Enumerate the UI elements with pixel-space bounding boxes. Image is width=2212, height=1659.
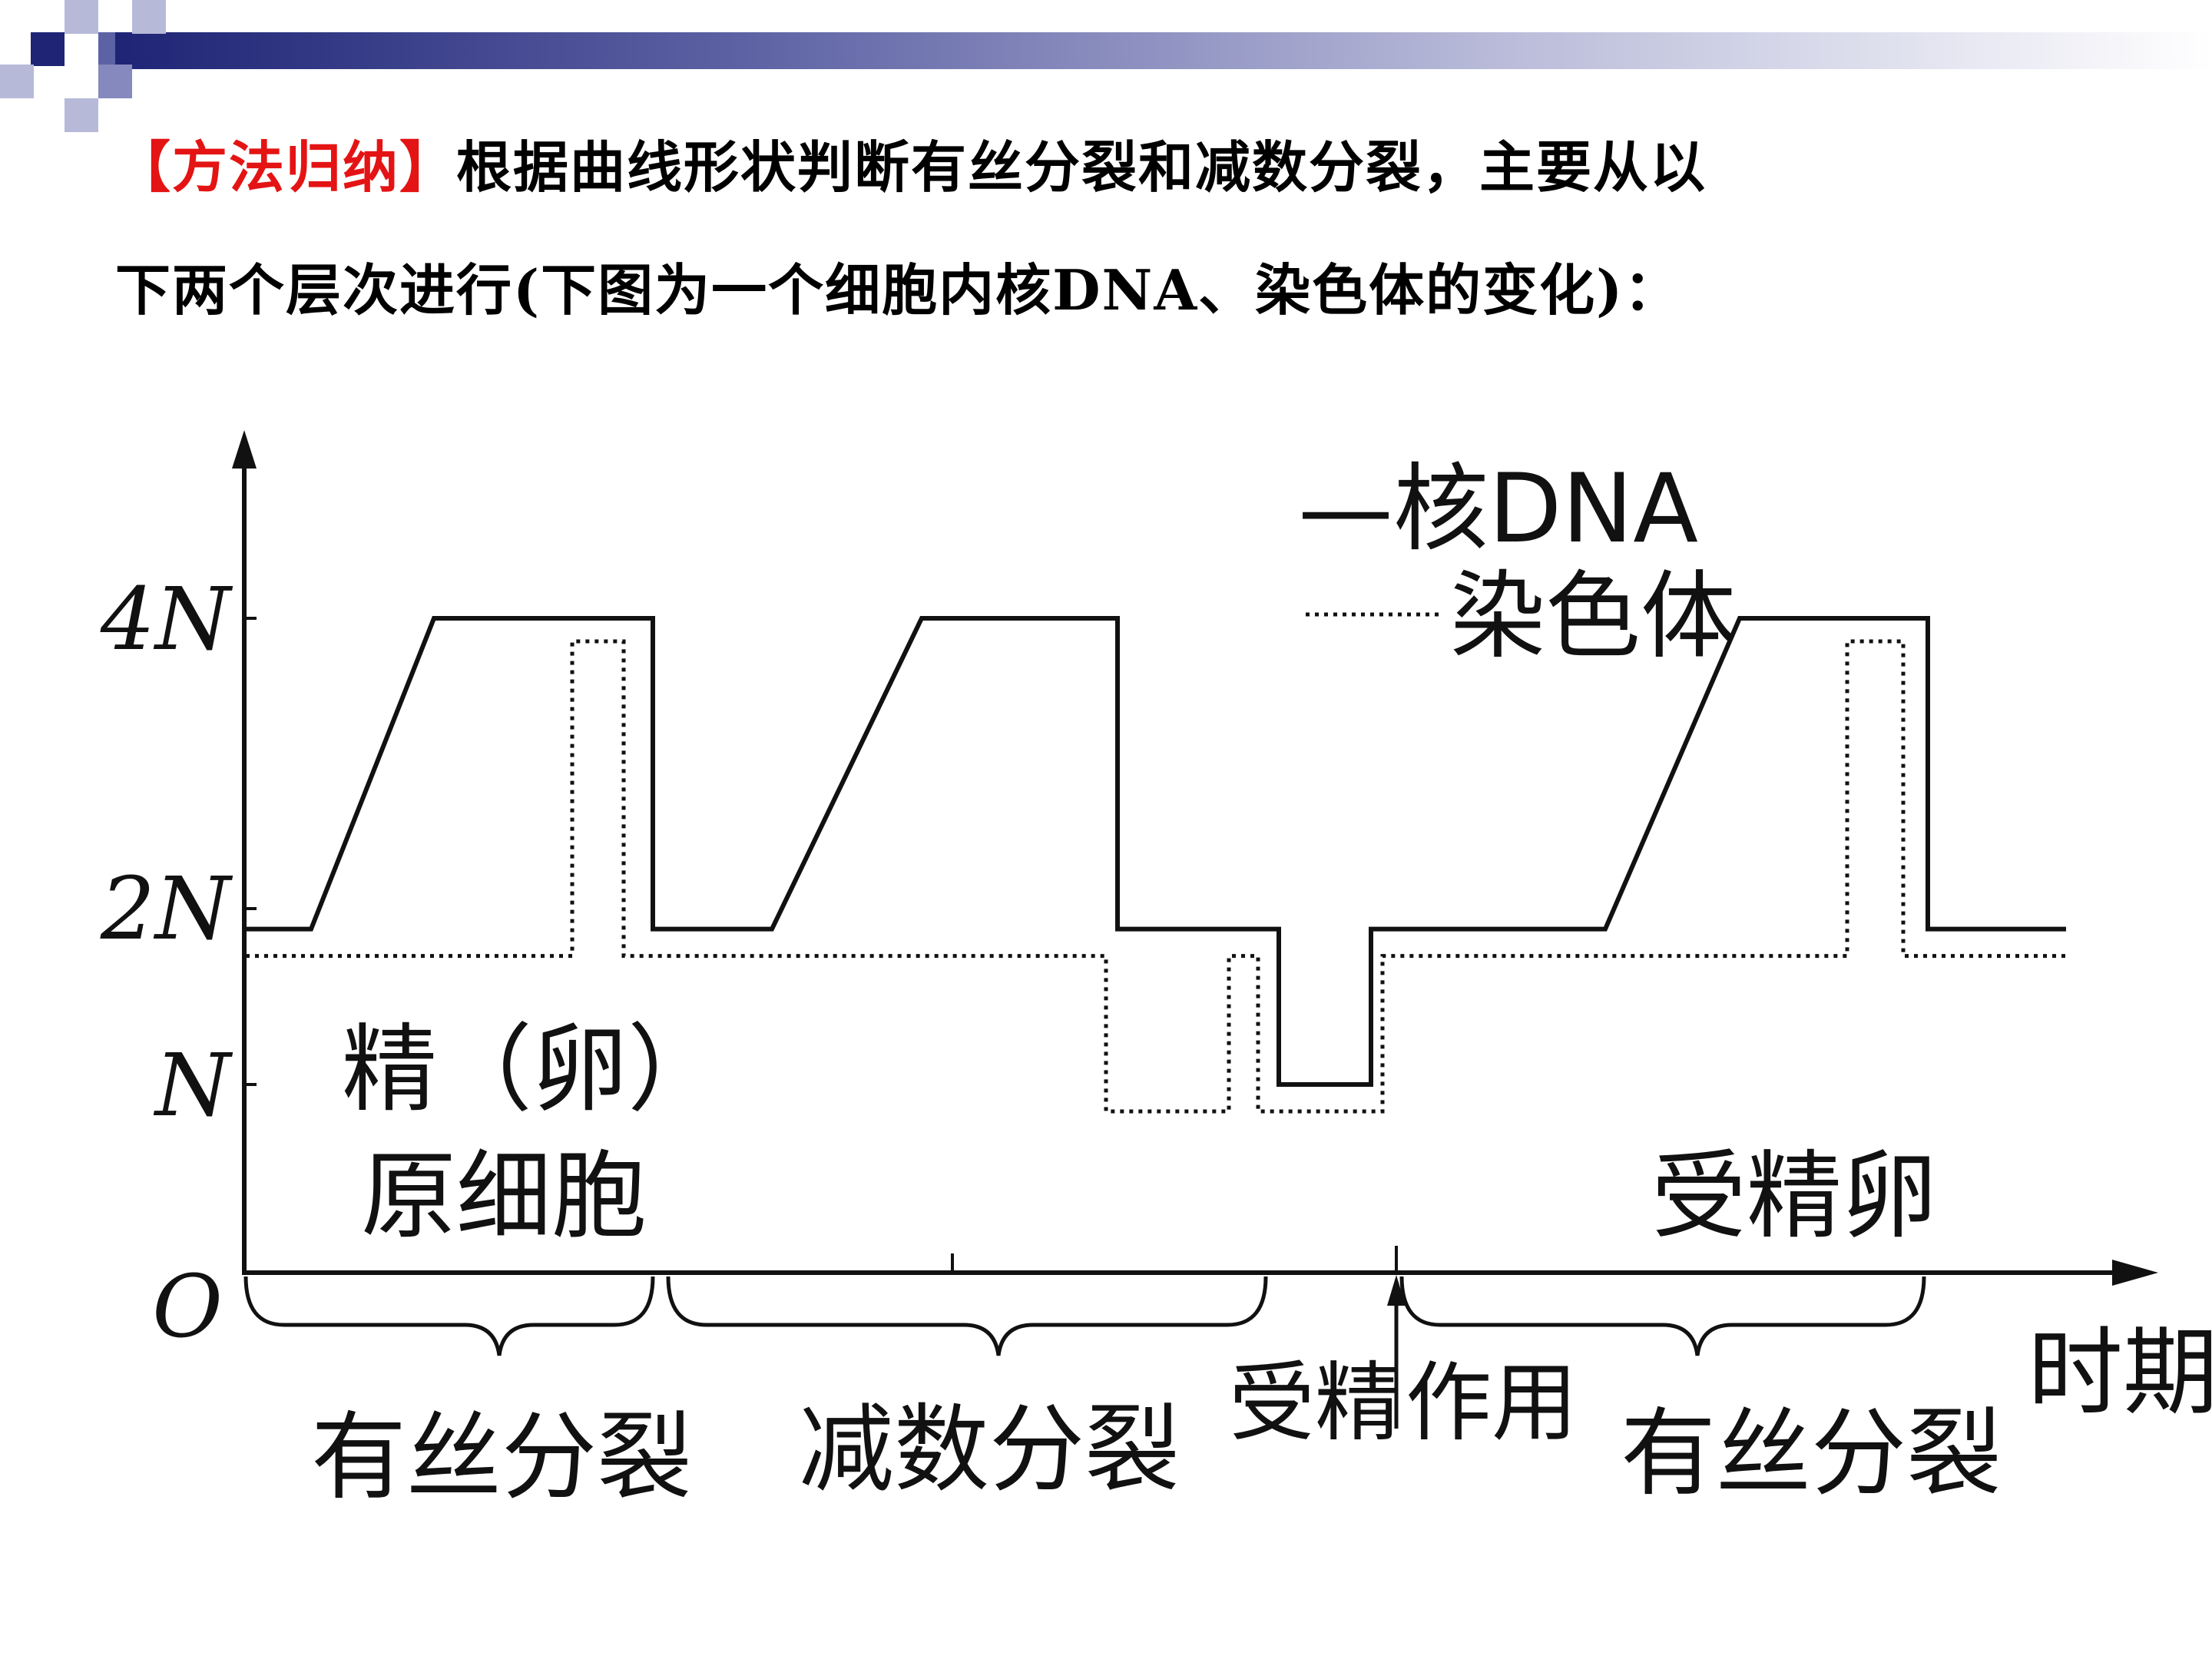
title-line-2: 下两个层次进行(下图为一个细胞内核DNA、染色体的变化)： [115,257,1681,323]
y-axis [232,430,257,1275]
phase-fertilization-part1: 受精 [1229,1353,1401,1453]
y-tick-n: N [153,1036,233,1136]
phase-braces [243,1276,1926,1356]
header-gradient-bar [115,32,2212,69]
y-axis-ticks: 4N 2N N O [100,570,257,1357]
germ-cell-label-line1: 精（卵） [342,1015,723,1125]
title-line-1: 【方法归纳】根据曲线形状判断有丝分裂和减数分裂，主要从以 [115,106,2143,229]
header-square-4 [0,65,34,98]
brace-mitosis-2 [1399,1276,1926,1356]
brace-mitosis-1 [243,1276,655,1356]
dna-curve [246,616,2066,1087]
x-axis-label: 时期 [2028,1318,2212,1429]
y-tick-2n: 2N [100,859,233,959]
germ-cell-label-line2: 原细胞 [361,1141,647,1252]
phase-mitosis-2: 有丝分裂 [1621,1399,2002,1509]
header-square-7 [98,32,115,65]
phase-meiosis: 减数分裂 [799,1395,1180,1505]
phase-labels: 有丝分裂 减数分裂 受精 作用 有丝分裂 时期 [311,1318,2212,1513]
y-tick-4n: 4N [100,570,233,670]
legend-chromosome: 染色体 [1450,561,1736,672]
header-square-2 [65,0,98,34]
origin-label: O [152,1257,223,1357]
x-axis [244,1246,2158,1286]
header-decoration [0,0,2212,132]
chromosome-curve [246,639,2066,1114]
legend: —核DNA 染色体 [1298,454,1736,672]
phase-fertilization-part2: 作用 [1406,1353,1578,1453]
cell-labels: 精（卵） 原细胞 受精卵 [342,1015,1937,1252]
header-square-5 [65,98,98,132]
title-tag: 【方法归纳】 [115,134,457,200]
x-axis-arrow [2112,1260,2158,1286]
header-square-3 [132,0,166,34]
brace-meiosis [666,1276,1268,1356]
title-line-1-text: 根据曲线形状判断有丝分裂和减数分裂，主要从以 [456,134,1707,200]
header-square-6 [98,65,132,98]
fertilization-arrow [1387,1275,1406,1429]
y-axis-arrow [232,430,257,469]
header-square-1 [31,32,65,66]
zygote-label: 受精卵 [1651,1141,1937,1252]
slide-title: 【方法归纳】根据曲线形状判断有丝分裂和减数分裂，主要从以 下两个层次进行(下图为… [115,106,2143,352]
phase-mitosis-1: 有丝分裂 [311,1402,692,1513]
legend-dna: —核DNA [1298,454,1698,565]
